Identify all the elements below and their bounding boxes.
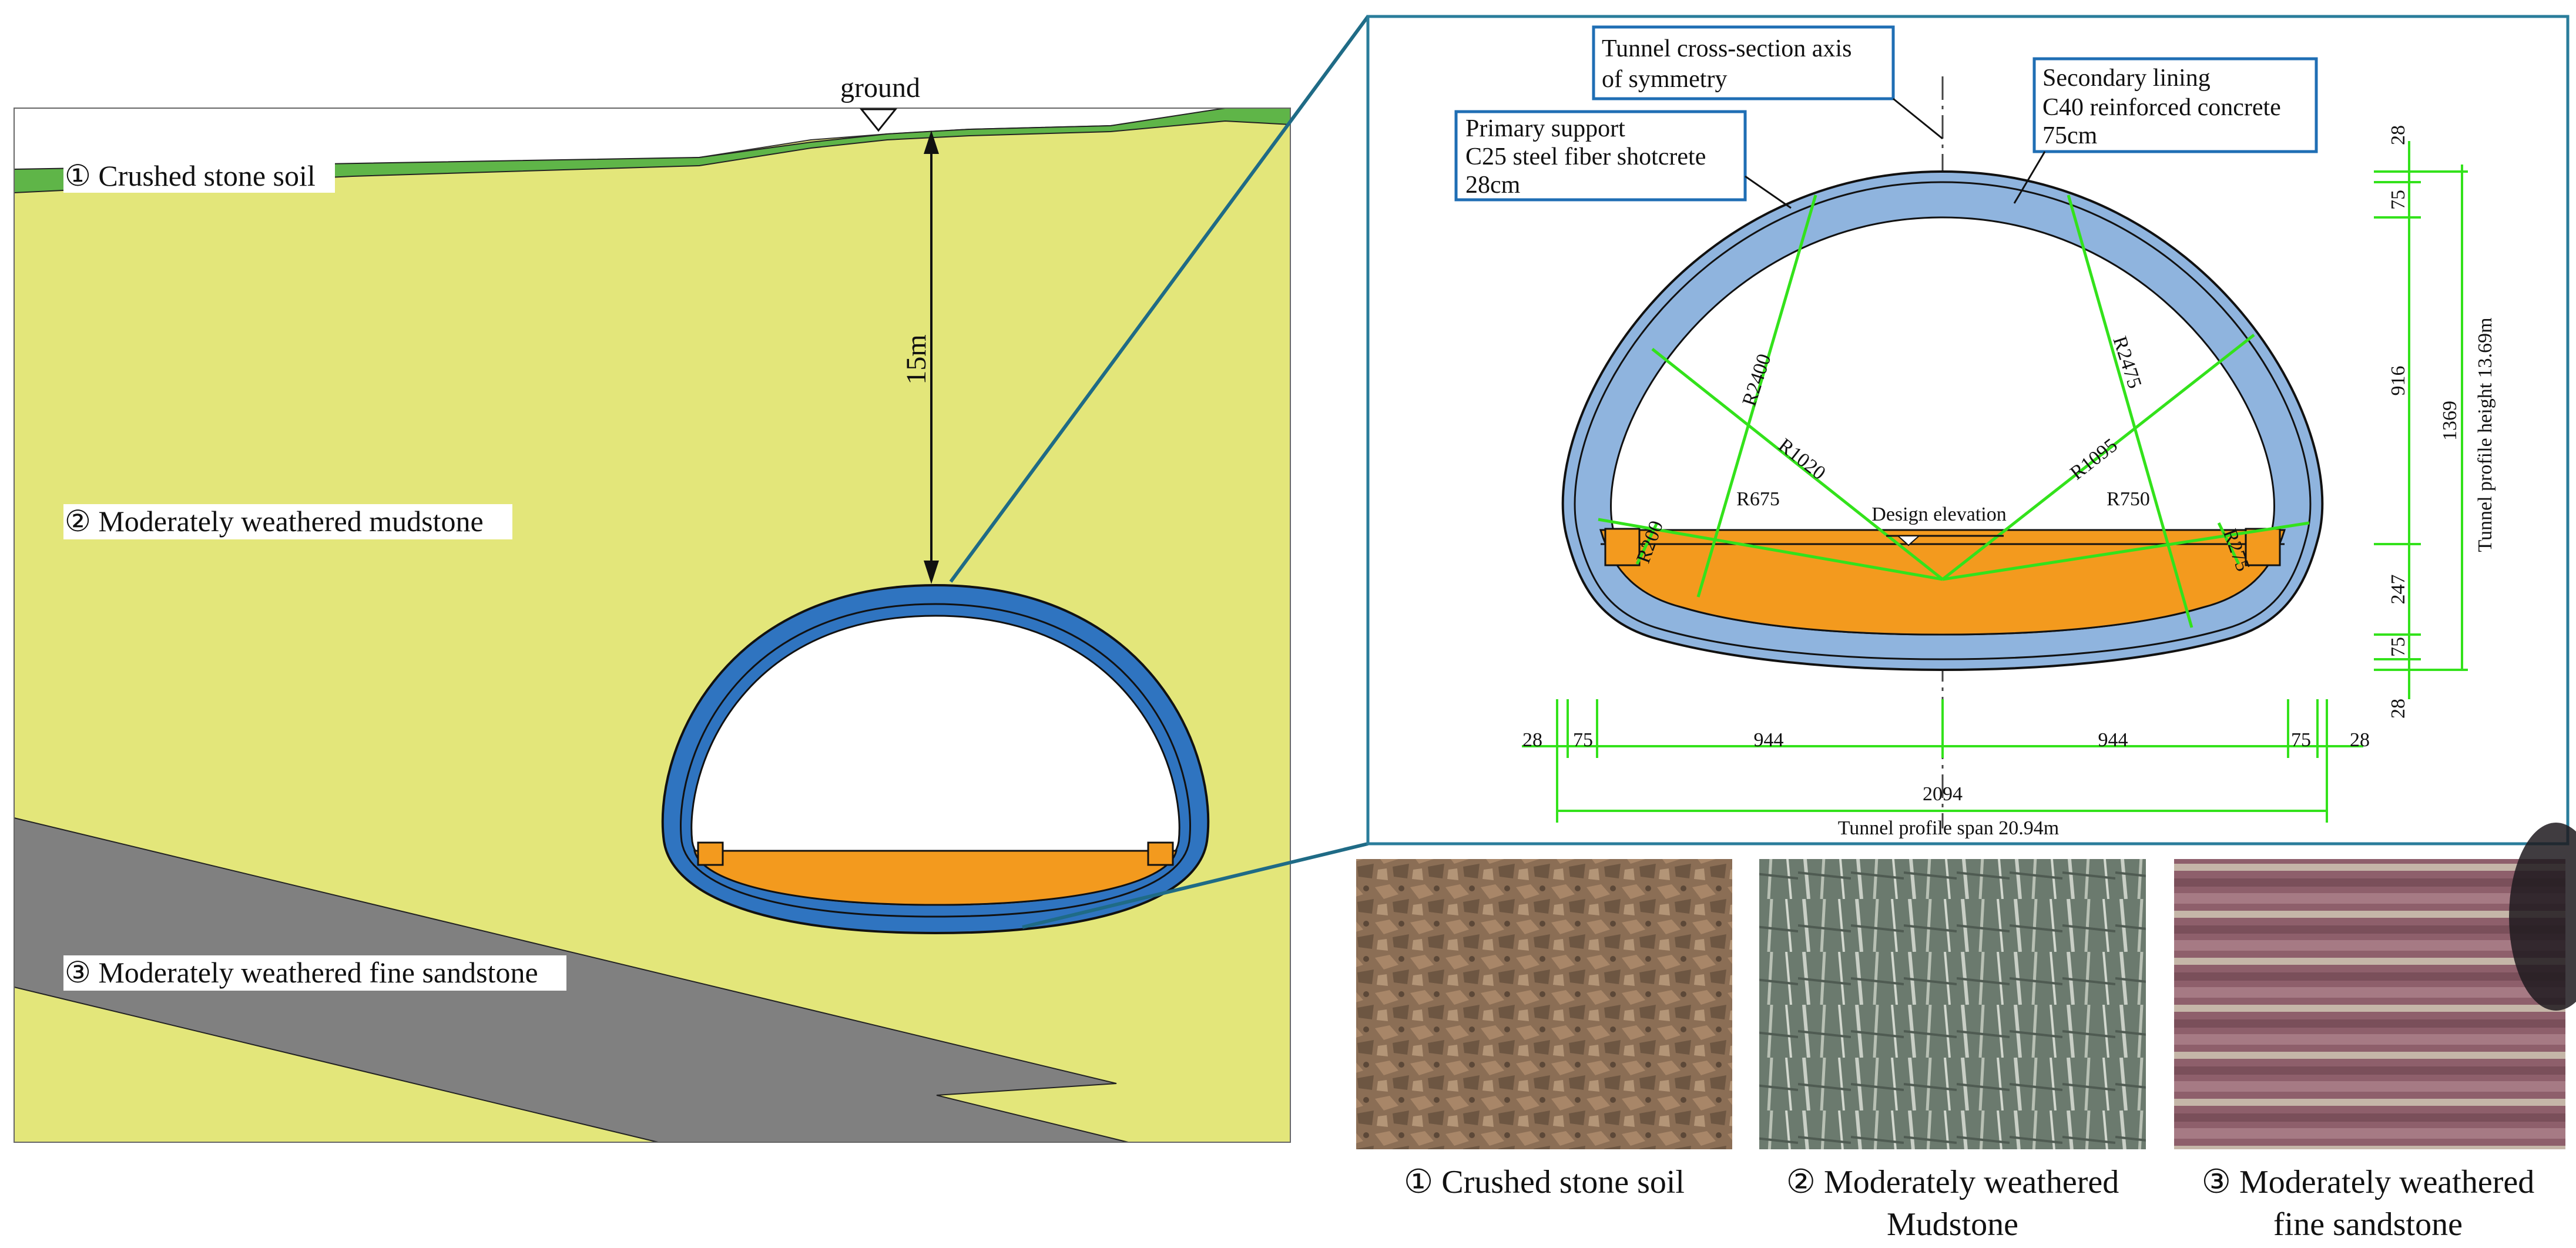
svg-text:75: 75 — [1573, 729, 1593, 751]
tunnel-detail-panel: R2400 R2475 R1020 R1095 R675 R750 R200 R… — [1366, 15, 2570, 846]
svg-text:247: 247 — [2387, 575, 2409, 605]
right-dimensions — [2374, 141, 2468, 699]
design-elevation-triangle-icon — [1896, 535, 1921, 546]
svg-text:Primary support: Primary support — [1465, 115, 1625, 142]
radius-r675: R675 — [1736, 488, 1780, 510]
label-moderately-weathered-fine-sandstone: ③ Moderately weathered fine sandstone — [65, 956, 538, 989]
caption-mudstone: ② Moderately weathered Mudstone — [1786, 1164, 2119, 1243]
svg-text:944: 944 — [1754, 729, 1784, 751]
caption-fine-sandstone: ③ Moderately weathered fine sandstone — [2201, 1164, 2535, 1243]
bottom-dimensions — [1522, 699, 2363, 823]
svg-text:28: 28 — [2387, 125, 2409, 145]
callout-axis: Tunnel cross-section axis of symmetry — [1592, 25, 1943, 140]
callout-secondary-lining: Secondary lining C40 reinforced concrete… — [2013, 57, 2318, 204]
svg-text:C40 reinforced concrete: C40 reinforced concrete — [2042, 94, 2281, 121]
zoom-connector-top — [949, 15, 1370, 583]
svg-text:916: 916 — [2387, 366, 2409, 396]
tunnel-profile-small — [661, 583, 1210, 935]
geological-profile: ground 15m ① Crushed stone soil ② Modera… — [14, 72, 1291, 1143]
svg-text:944: 944 — [2098, 729, 2128, 751]
svg-text:28: 28 — [1522, 729, 1542, 751]
photo-mudstone — [1759, 859, 2146, 1149]
ground-label: ground — [840, 72, 920, 103]
height-label: Tunnel profile height 13.69m — [2474, 317, 2496, 552]
total-height: 1369 — [2439, 401, 2461, 441]
svg-text:Secondary lining: Secondary lining — [2042, 65, 2211, 92]
depth-label: 15m — [901, 334, 932, 384]
invert-fill — [1599, 529, 2286, 636]
svg-text:75: 75 — [2387, 190, 2409, 210]
photo-fine-sandstone — [2174, 859, 2565, 1149]
ground-triangle-icon — [859, 108, 898, 132]
callout-primary-support: Primary support C25 steel fiber shotcret… — [1454, 110, 1792, 209]
zoom-connector-bottom — [1022, 842, 1368, 929]
svg-text:75: 75 — [2387, 637, 2409, 657]
svg-text:75: 75 — [2291, 729, 2311, 751]
radius-lines — [1598, 194, 2310, 628]
svg-text:28: 28 — [2387, 699, 2409, 719]
radius-r750: R750 — [2107, 488, 2150, 510]
caption-crushed-stone-soil: ① Crushed stone soil — [1404, 1164, 1685, 1200]
svg-text:C25 steel fiber shotcrete: C25 steel fiber shotcrete — [1465, 143, 1706, 170]
svg-text:28: 28 — [2350, 729, 2370, 751]
svg-text:75cm: 75cm — [2042, 122, 2098, 149]
span-label: Tunnel profile span 20.94m — [1838, 817, 2060, 839]
label-moderately-weathered-mudstone: ② Moderately weathered mudstone — [65, 505, 484, 538]
svg-text:Tunnel cross-section axis: Tunnel cross-section axis — [1602, 35, 1852, 62]
design-elevation-label: Design elevation — [1871, 504, 2006, 525]
label-crushed-stone-soil: ① Crushed stone soil — [65, 159, 316, 192]
photo-crushed-stone-soil — [1356, 859, 1732, 1149]
svg-text:of symmetry: of symmetry — [1602, 66, 1727, 93]
total-span: 2094 — [1923, 783, 1963, 805]
svg-text:28cm: 28cm — [1465, 172, 1521, 199]
